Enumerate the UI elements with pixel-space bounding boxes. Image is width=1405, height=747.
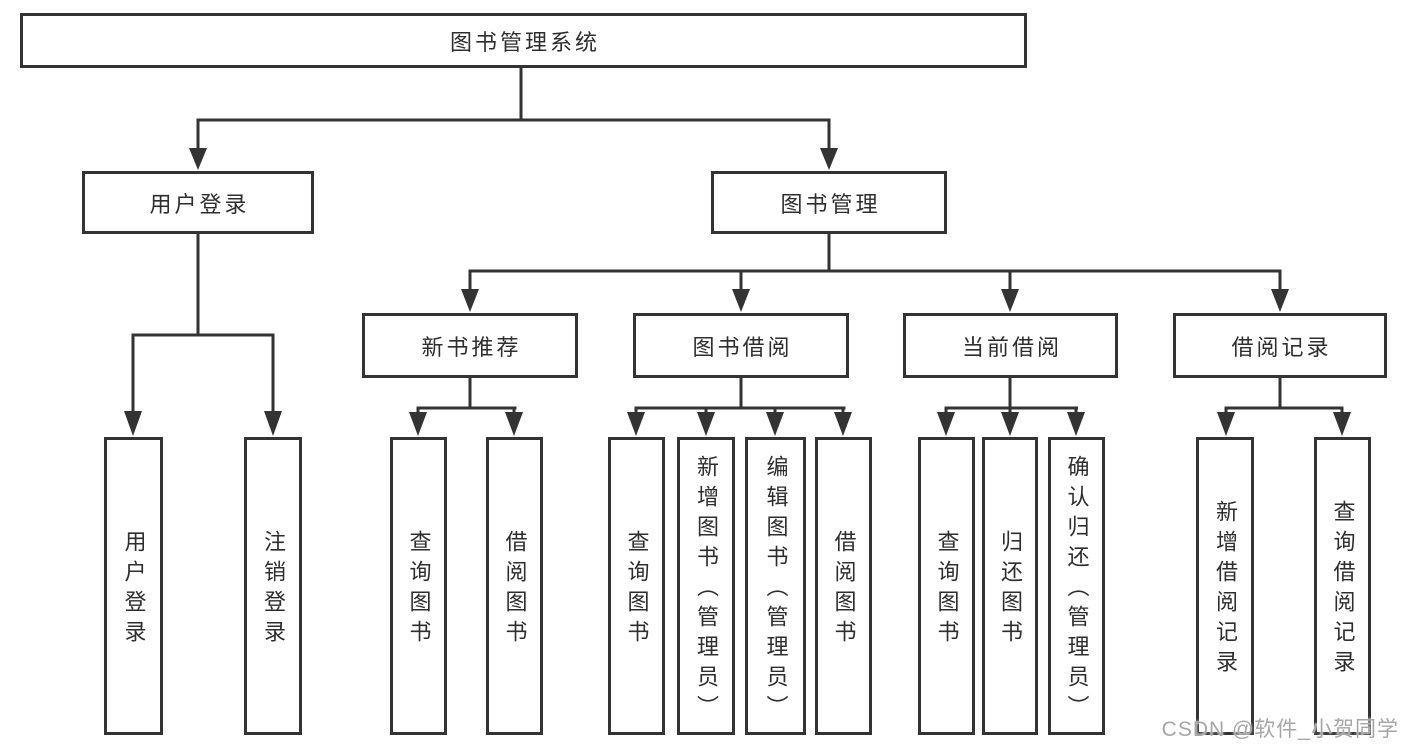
node-new-book-recommend: 新书推荐: [362, 313, 578, 378]
leaf-recommend-query-books: 查询图书: [390, 437, 447, 735]
node-book-borrow: 图书借阅: [633, 313, 849, 378]
leaf-logout-label: 注销登录: [261, 530, 286, 650]
leaf-edit-books-admin: 编辑图书（管理员）: [745, 437, 806, 735]
leaf-recommend-borrow-books-label: 借阅图书: [502, 530, 528, 650]
node-user-login-label: 用户登录: [149, 191, 250, 217]
leaf-borrow-books: 借阅图书: [815, 437, 872, 735]
leaf-add-borrow-record: 新增借阅记录: [1196, 437, 1254, 735]
connector-new-book-recommend-branch: [409, 376, 523, 436]
leaf-return-books-label: 归还图书: [998, 530, 1023, 650]
leaf-user-login-label: 用户登录: [121, 530, 147, 650]
connector-book-management-branch: [461, 232, 1289, 312]
connector-book-borrow-branch: [627, 376, 852, 436]
leaf-borrow-query-books: 查询图书: [608, 437, 665, 735]
connector-root-branch: [189, 66, 838, 170]
leaf-borrow-books-label: 借阅图书: [831, 530, 857, 650]
leaf-borrow-query-books-label: 查询图书: [624, 530, 650, 650]
leaf-add-books-admin: 新增图书（管理员）: [677, 437, 735, 735]
node-borrow-records: 借阅记录: [1173, 313, 1387, 378]
leaf-logout: 注销登录: [244, 437, 302, 735]
leaf-return-books: 归还图书: [982, 437, 1038, 735]
leaf-query-borrow-record-label: 查询借阅记录: [1330, 500, 1356, 680]
leaf-add-books-admin-label: 新增图书（管理员）: [694, 455, 719, 725]
connector-borrow-records-branch: [1217, 376, 1351, 436]
node-new-book-recommend-label: 新书推荐: [421, 334, 522, 360]
leaf-user-login: 用户登录: [104, 437, 163, 735]
node-root-label: 图书管理系统: [449, 29, 600, 55]
node-borrow-records-label: 借阅记录: [1231, 334, 1332, 360]
leaf-add-borrow-record-label: 新增借阅记录: [1213, 500, 1238, 680]
node-current-borrow-label: 当前借阅: [961, 334, 1062, 360]
node-root: 图书管理系统: [20, 13, 1027, 68]
leaf-current-query-books-label: 查询图书: [934, 530, 960, 650]
leaf-query-borrow-record: 查询借阅记录: [1314, 437, 1371, 735]
node-book-management: 图书管理: [711, 171, 947, 234]
connector-user-login-branch: [124, 232, 282, 436]
leaf-recommend-borrow-books: 借阅图书: [486, 437, 543, 735]
node-current-borrow: 当前借阅: [903, 313, 1118, 378]
node-book-borrow-label: 图书借阅: [692, 334, 793, 360]
leaf-current-query-books: 查询图书: [918, 437, 975, 735]
csdn-watermark: CSDN @软件_小贺同学: [1161, 718, 1399, 741]
leaf-edit-books-admin-label: 编辑图书（管理员）: [763, 455, 789, 725]
leaf-confirm-return-admin: 确认归还（管理员）: [1048, 437, 1105, 735]
node-user-login: 用户登录: [82, 171, 314, 234]
leaf-recommend-query-books-label: 查询图书: [406, 530, 432, 650]
connector-current-borrow-branch: [937, 376, 1085, 436]
leaf-confirm-return-admin-label: 确认归还（管理员）: [1064, 455, 1090, 725]
node-book-management-label: 图书管理: [780, 191, 881, 217]
